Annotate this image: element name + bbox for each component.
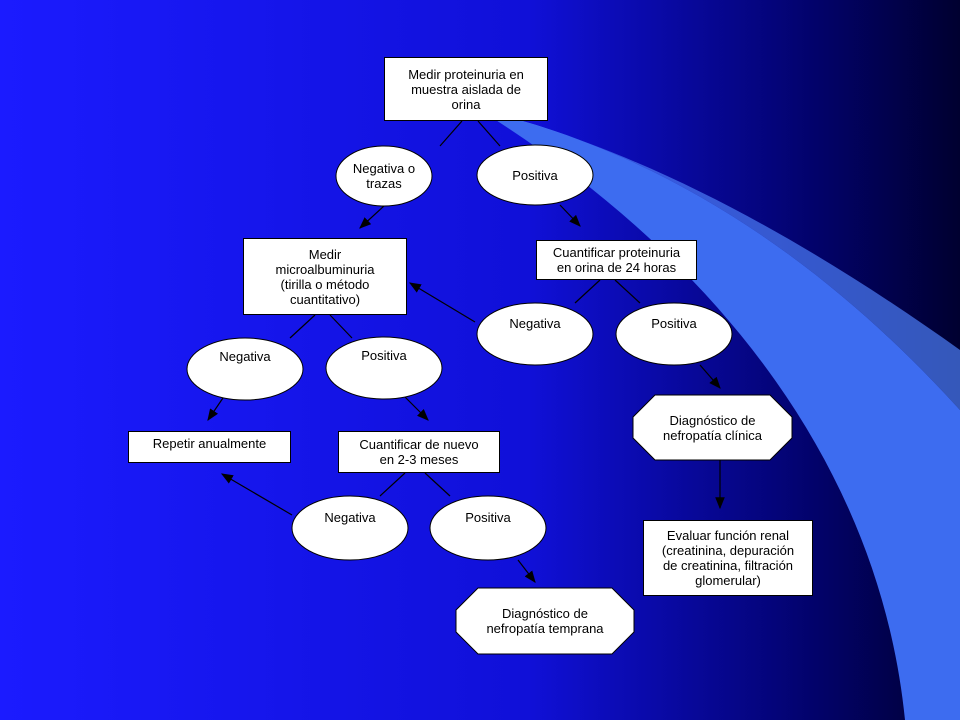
node-evaluar-funcion-renal: Evaluar función renal (creatinina, depur… <box>643 520 813 596</box>
node-positiva-24h-shape <box>615 302 733 366</box>
node-negativa-nuevo: Negativa <box>324 509 376 525</box>
node-positiva-1-shape <box>476 144 594 206</box>
decorative-swoosh <box>480 110 960 720</box>
node-positiva-24h: Positiva <box>651 315 697 331</box>
node-cuantificar-nuevo: Cuantificar de nuevo en 2-3 meses <box>338 431 500 473</box>
node-negativa-trazas-shape <box>335 145 433 207</box>
node-diag-clinica-shape <box>632 394 793 461</box>
node-positiva-1: Positiva <box>512 167 558 183</box>
node-positiva-micro: Positiva <box>361 347 407 363</box>
node-negativa-micro: Negativa <box>219 348 271 364</box>
node-medir-proteinuria: Medir proteinuria en muestra aislada de … <box>384 57 548 121</box>
node-positiva-nuevo-shape <box>429 495 547 561</box>
node-negativa-24h-shape <box>476 302 594 366</box>
node-medir-microalbuminuria: Medir microalbuminuria (tirilla o método… <box>243 238 407 315</box>
node-positiva-nuevo: Positiva <box>465 509 511 525</box>
node-negativa-nuevo-shape <box>291 495 409 561</box>
node-diag-temprana-shape <box>455 587 635 655</box>
node-repetir-anualmente: Repetir anualmente <box>128 431 291 463</box>
node-cuantificar-24h: Cuantificar proteinuria en orina de 24 h… <box>536 240 697 280</box>
node-diag-temprana: Diagnóstico de nefropatía temprana <box>486 606 604 636</box>
node-negativa-trazas: Negativa o trazas <box>352 161 416 191</box>
node-negativa-24h: Negativa <box>509 315 561 331</box>
node-positiva-micro-shape <box>325 336 443 400</box>
node-diag-clinica: Diagnóstico de nefropatía clínica <box>662 412 762 443</box>
node-negativa-micro-shape <box>186 337 304 401</box>
